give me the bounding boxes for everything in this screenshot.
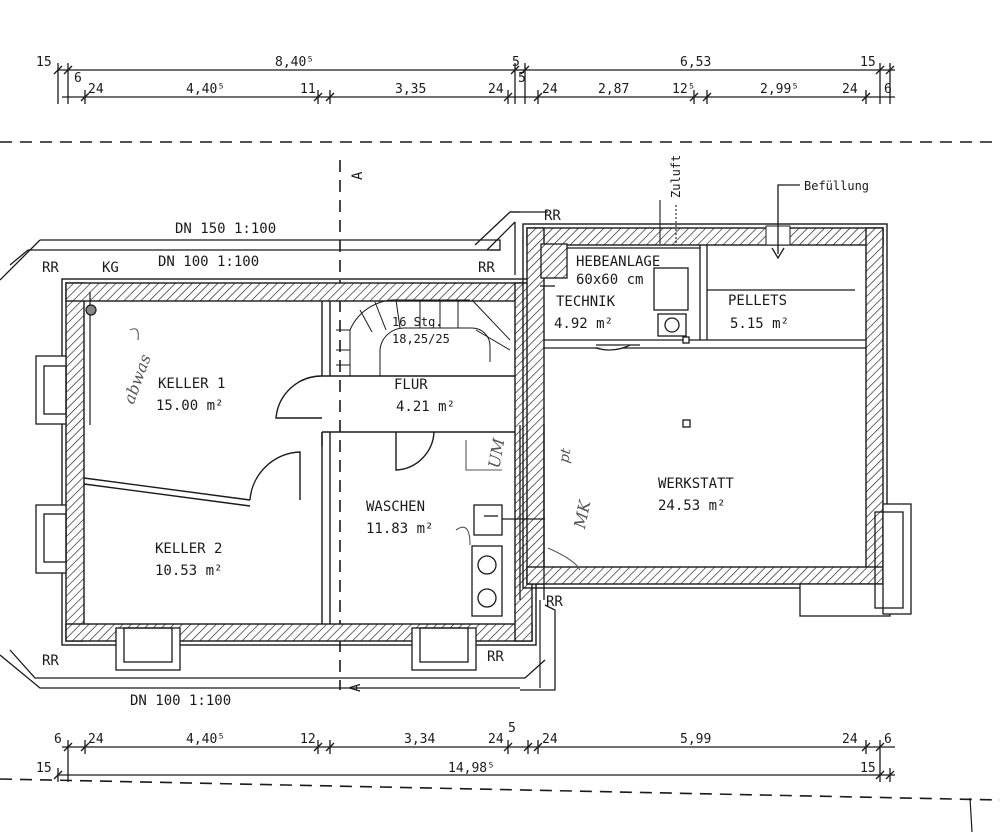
room-name-waschen: WASCHEN [366, 499, 425, 515]
befuellung-label: Befüllung [804, 179, 869, 193]
kg-label: KG [102, 260, 119, 276]
dim-b-15-left: 15 [36, 761, 52, 776]
hand-note-abwas: abwas [119, 352, 154, 407]
rr-label-6: RR [546, 594, 563, 610]
dim-b-24a: 24 [88, 732, 104, 747]
dim-d-335: 3,35 [395, 82, 426, 97]
light-wells [35, 355, 912, 671]
dim-d-24a: 24 [88, 82, 104, 97]
dim-b-12: 12 [300, 732, 316, 747]
hand-note-mk: MK [570, 498, 595, 532]
room-area-keller1: 15.00 m² [156, 398, 223, 414]
hand-note-um: UM [485, 436, 509, 469]
dim-top-overall-left: 8,40⁵ [275, 55, 314, 70]
dim-d-287: 2,87 [598, 82, 629, 97]
rr-label-4: RR [42, 653, 59, 669]
rr-label-2: RR [478, 260, 495, 276]
dim-d-440: 4,40⁵ [186, 82, 225, 97]
dim-b-24d: 24 [842, 732, 858, 747]
zuluft-pipe [659, 200, 677, 244]
dim-top-overall-right: 6,53 [680, 55, 711, 70]
rr-label-3: RR [544, 208, 561, 224]
room-name-technik: TECHNIK [556, 294, 616, 310]
dim-b-599: 5,99 [680, 732, 711, 747]
dim-b-24c: 24 [542, 732, 558, 747]
top-dimension-chain: 15 8,40⁵ 5 6,53 15 6 24 4,40⁵ 11 3,35 24… [36, 55, 895, 104]
dim-d-11: 11 [300, 82, 316, 97]
dim-top-15-right: 15 [860, 55, 876, 70]
walls-left-building [61, 278, 537, 646]
room-name-keller1: KELLER 1 [158, 376, 225, 392]
dim-d-24c: 24 [542, 82, 558, 97]
dim-top-5: 5 [512, 55, 520, 70]
pipe-dn100-top: DN 100 1:100 [158, 254, 259, 270]
room-name-keller2: KELLER 2 [155, 541, 222, 557]
hebeanlage-label: HEBEANLAGE [576, 254, 660, 270]
dim-d-24d: 24 [842, 82, 858, 97]
dim-d-125: 12⁵ [672, 82, 695, 97]
dim-d-6: 6 [74, 71, 82, 86]
stairs [336, 299, 511, 376]
dim-top-15-left: 15 [36, 55, 52, 70]
pipe-dn150: DN 150 1:100 [175, 221, 276, 237]
pipes-left [85, 292, 541, 688]
befuellung-pipe [771, 184, 800, 260]
dim-d-6b: 6 [884, 82, 892, 97]
boundary-line-bottom [0, 778, 1000, 801]
room-name-flur: FLUR [394, 377, 428, 393]
dim-d-5: 5 [518, 71, 526, 86]
dim-b-5: 5 [508, 721, 516, 736]
drainage-outline [0, 211, 556, 691]
hand-note-pt: pt [556, 447, 574, 465]
rr-label-1: RR [42, 260, 59, 276]
zuluft-label: Zuluft [669, 155, 683, 198]
room-area-waschen: 11.83 m² [366, 521, 433, 537]
bottom-dimension-chain: 6 24 4,40⁵ 12 3,34 24 5 24 5,99 24 6 15 … [36, 721, 895, 782]
dim-b-6: 6 [54, 732, 62, 747]
edge-mark [969, 797, 973, 832]
stairs-size: 18,25/25 [392, 332, 450, 346]
interior-walls-left [83, 301, 515, 624]
dim-b-334: 3,34 [404, 732, 435, 747]
pipe-dn100-bottom: DN 100 1:100 [130, 693, 231, 709]
dim-b-overall: 14,98⁵ [448, 761, 495, 776]
dim-b-15-right: 15 [860, 761, 876, 776]
stairs-count: 16 Stg. [392, 315, 443, 329]
dim-d-24b: 24 [488, 82, 504, 97]
room-area-pellets: 5.15 m² [730, 316, 789, 332]
dim-d-2995: 2,99⁵ [760, 82, 799, 97]
room-area-werkstatt: 24.53 m² [658, 498, 725, 514]
section-a-top: A [350, 171, 366, 180]
hebeanlage-size: 60x60 cm [576, 272, 643, 288]
interior-walls-right [519, 245, 866, 600]
room-area-technik: 4.92 m² [554, 316, 613, 332]
room-area-flur: 4.21 m² [396, 399, 455, 415]
room-name-pellets: PELLETS [728, 293, 787, 309]
room-name-werkstatt: WERKSTATT [658, 476, 734, 492]
laundry-fixtures [471, 504, 545, 617]
dim-b-6b: 6 [884, 732, 892, 747]
dim-b-440: 4,40⁵ [186, 732, 225, 747]
dim-b-24b: 24 [488, 732, 504, 747]
walls-right-building [522, 223, 888, 589]
rr-label-5: RR [487, 649, 504, 665]
room-area-keller2: 10.53 m² [155, 563, 222, 579]
hebeanlage-unit [540, 243, 691, 428]
